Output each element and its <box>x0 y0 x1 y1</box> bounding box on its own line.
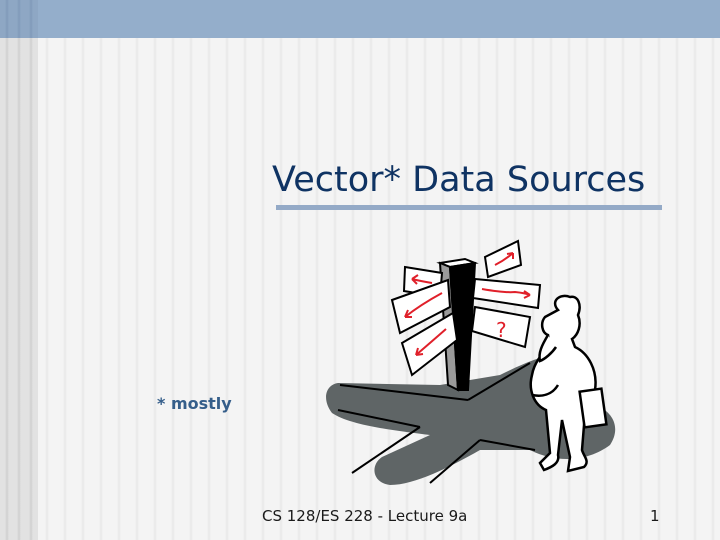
sign-left-low <box>400 311 459 377</box>
sign-right-mid <box>471 277 542 310</box>
question-mark-label: ? <box>496 318 507 342</box>
footer-course-label: CS 128/ES 228 - Lecture 9a <box>262 507 468 525</box>
confused-man-figure <box>529 294 608 473</box>
signpost-clipart: ? <box>326 239 616 485</box>
slide-number: 1 <box>650 507 660 525</box>
footnote-text: * mostly <box>157 394 232 413</box>
header-bar-accent <box>0 0 38 38</box>
sign-right-question: ? <box>470 305 532 349</box>
sign-left-mid <box>390 278 452 335</box>
header-bar <box>0 0 720 38</box>
title-underline <box>276 205 662 210</box>
left-stripe-band <box>0 38 38 540</box>
slide-title: Vector* Data Sources <box>272 160 646 200</box>
sign-right-top <box>483 239 523 279</box>
